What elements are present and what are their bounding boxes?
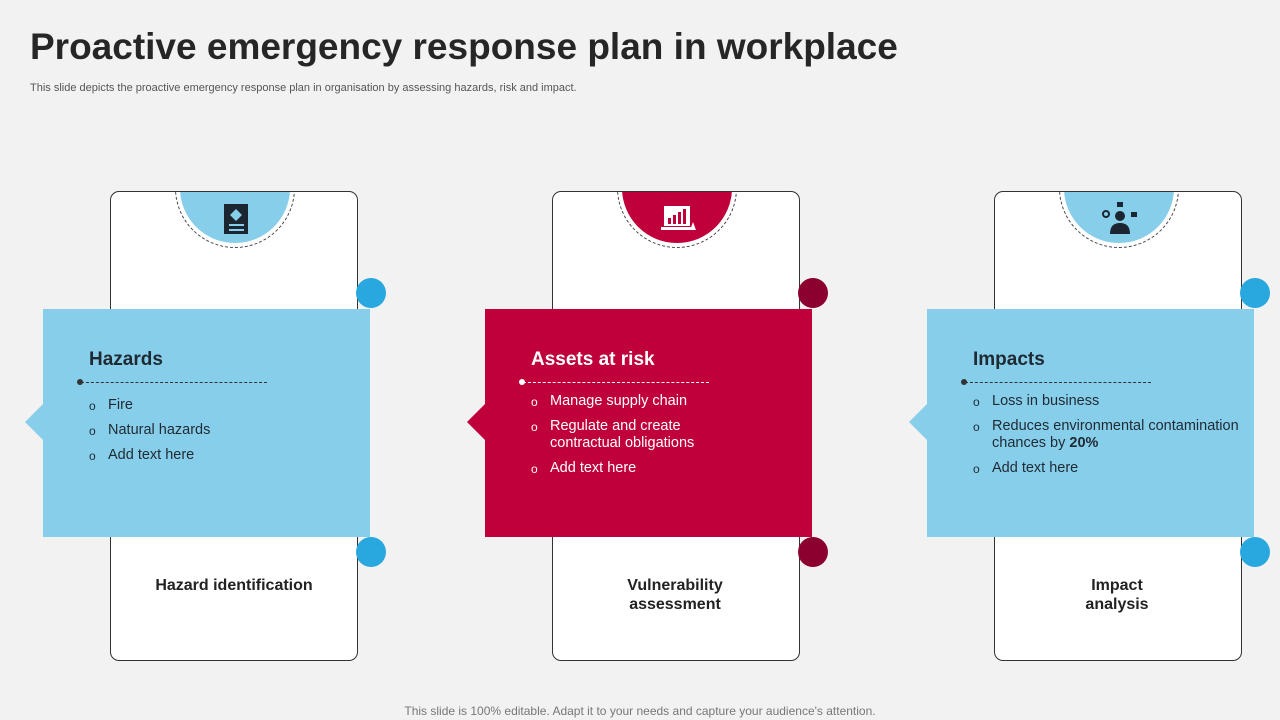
hazards-panel: Hazards FireNatural hazardsAdd text here [43,309,370,537]
panel-heading: Impacts [973,349,1045,370]
chart-growth-icon [661,206,696,230]
panel-heading: Assets at risk [531,349,655,370]
list-item: Fire [89,397,359,415]
highlight-value: 20% [1069,435,1099,451]
footer-note: This slide is 100% editable. Adapt it to… [404,704,876,718]
assets-panel: Assets at risk Manage supply chainRegula… [485,309,812,537]
list-item: Natural hazards [89,422,359,440]
list-item-text: Reduces environmental contamination chan… [992,418,1239,451]
notepad-icon [224,204,248,234]
panel-pointer [467,404,485,440]
divider [965,382,1151,383]
divider-dot [77,379,83,385]
column-impacts: Impacts Loss in businessReduces environm… [909,0,1280,720]
divider [81,382,267,383]
list-item: Manage supply chain [531,393,801,411]
businessman-network-icon [1102,202,1137,234]
tab-decoration [798,278,828,308]
panel-pointer [25,404,43,440]
tab-decoration [356,537,386,567]
panel-pointer [909,404,927,440]
page-title: Proactive emergency response plan in wor… [30,26,898,67]
impacts-panel: Impacts Loss in businessReduces environm… [927,309,1254,537]
list-item: Add text here [531,460,801,478]
list-item: Add text here [973,460,1263,478]
panel-heading: Hazards [89,349,163,370]
card-caption: Vulnerability assessment [627,577,723,613]
card-caption: Impact analysis [1085,577,1149,613]
column-hazards: Hazards FireNatural hazardsAdd text here… [25,0,463,720]
tab-decoration [798,537,828,567]
tab-decoration [356,278,386,308]
list-item: Regulate and create contractual obligati… [531,418,720,452]
card-caption: Hazard identification [155,577,313,594]
list-item: Loss in business [973,393,1263,411]
list-item: Add text here [89,447,359,465]
page-subtitle: This slide depicts the proactive emergen… [30,82,577,94]
column-assets: Assets at risk Manage supply chainRegula… [467,0,905,720]
divider-dot [519,379,525,385]
divider-dot [961,379,967,385]
tab-decoration [1240,537,1270,567]
list-item: Reduces environmental contamination chan… [973,418,1263,452]
tab-decoration [1240,278,1270,308]
divider [523,382,709,383]
